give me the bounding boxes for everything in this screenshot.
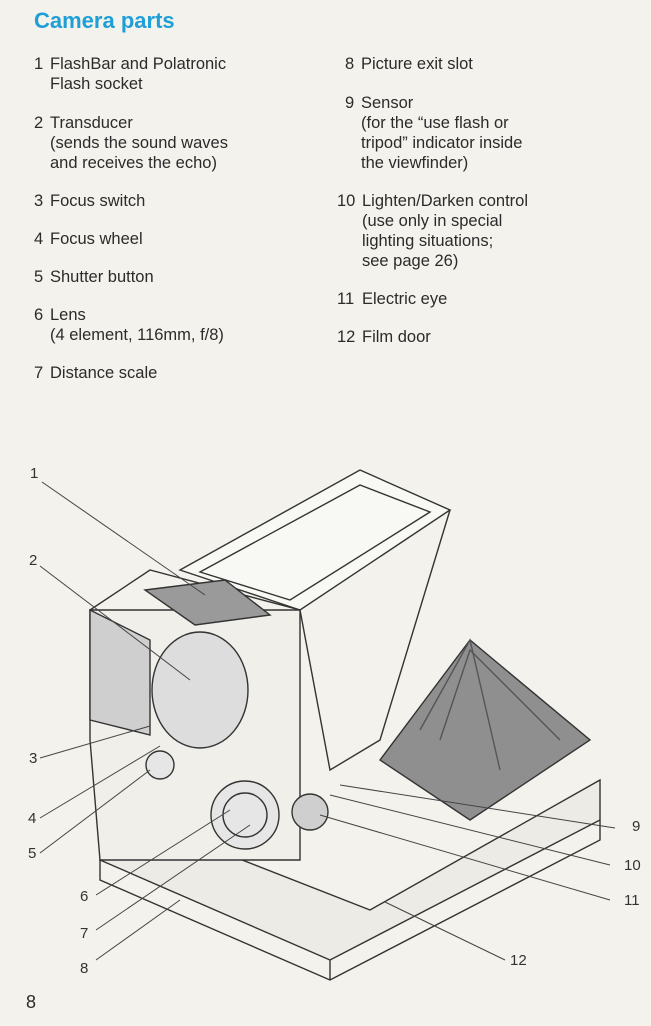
callout-11: 11	[624, 892, 640, 909]
part-name: Lighten/Darken control	[362, 192, 529, 210]
part-2: 2 Transducer (sends the sound waves and …	[34, 113, 324, 173]
part-number: 5	[34, 268, 44, 286]
part-8: 8 Picture exit slot	[345, 54, 637, 74]
page-title: Camera parts	[34, 8, 175, 33]
callout-9: 9	[632, 818, 641, 835]
part-detail: see page 26)	[362, 252, 459, 270]
electric-eye	[291, 793, 329, 831]
part-name: Sensor	[361, 94, 414, 112]
lens	[210, 780, 280, 850]
callout-8: 8	[80, 960, 89, 977]
part-name: Electric eye	[362, 290, 448, 308]
part-6: 6 Lens (4 element, 116mm, f/8)	[34, 305, 324, 345]
part-detail: lighting situations;	[362, 232, 494, 250]
parts-list-left: 1 FlashBar and Polatronic Flash socket 2…	[34, 54, 324, 383]
part-name: Focus wheel	[50, 230, 143, 248]
part-number: 11	[337, 290, 355, 308]
camera-illustration	[39, 469, 616, 981]
part-number: 12	[337, 328, 356, 346]
part-number: 3	[34, 192, 44, 210]
part-number: 4	[34, 230, 44, 248]
part-5: 5 Shutter button	[34, 267, 324, 287]
callout-10: 10	[624, 857, 641, 874]
callout-5: 5	[28, 845, 37, 862]
part-number: 10	[337, 192, 356, 210]
part-detail: (use only in special	[362, 212, 503, 230]
part-detail: (sends the sound waves	[50, 134, 228, 152]
part-3: 3 Focus switch	[34, 191, 324, 211]
callout-2: 2	[29, 552, 38, 569]
part-name: Lens	[50, 306, 86, 324]
part-11: 11 Electric eye	[337, 289, 637, 309]
bellows	[378, 638, 592, 821]
part-12: 12 Film door	[337, 327, 637, 347]
part-name: Focus switch	[50, 192, 146, 210]
part-detail: (4 element, 116mm, f/8)	[50, 326, 224, 344]
part-number: 1	[34, 55, 44, 73]
callout-1: 1	[30, 465, 39, 482]
part-name: Film door	[362, 328, 431, 346]
callout-7: 7	[80, 925, 89, 942]
part-number: 9	[345, 94, 355, 112]
part-detail: and receives the echo)	[50, 154, 217, 172]
part-number: 2	[34, 114, 44, 132]
callout-4: 4	[28, 810, 37, 827]
part-name: Shutter button	[50, 268, 154, 286]
part-detail: Flash socket	[50, 75, 143, 93]
part-detail: (for the “use flash or	[361, 114, 509, 132]
part-number: 8	[345, 55, 355, 73]
part-7: 7 Distance scale	[34, 363, 324, 383]
part-1: 1 FlashBar and Polatronic Flash socket	[34, 54, 324, 94]
part-number: 6	[34, 306, 44, 324]
callout-3: 3	[29, 750, 38, 767]
part-detail: tripod” indicator inside	[361, 134, 523, 152]
shutter-button	[145, 750, 175, 780]
flash-socket	[143, 579, 272, 626]
callout-6: 6	[80, 888, 89, 905]
part-10: 10 Lighten/Darken control (use only in s…	[337, 191, 637, 271]
part-name: Transducer	[50, 114, 133, 132]
part-name: Picture exit slot	[361, 55, 473, 73]
part-4: 4 Focus wheel	[34, 229, 324, 249]
part-detail: the viewfinder)	[361, 154, 469, 172]
page-number: 8	[26, 992, 37, 1012]
part-9: 9 Sensor (for the “use flash or tripod” …	[345, 93, 637, 173]
parts-list-right: 8 Picture exit slot 9 Sensor (for the “u…	[337, 54, 637, 347]
callout-12: 12	[510, 952, 527, 969]
part-name: Distance scale	[50, 364, 158, 382]
part-number: 7	[34, 364, 44, 382]
transducer	[151, 631, 249, 749]
part-name: FlashBar and Polatronic	[50, 55, 227, 73]
